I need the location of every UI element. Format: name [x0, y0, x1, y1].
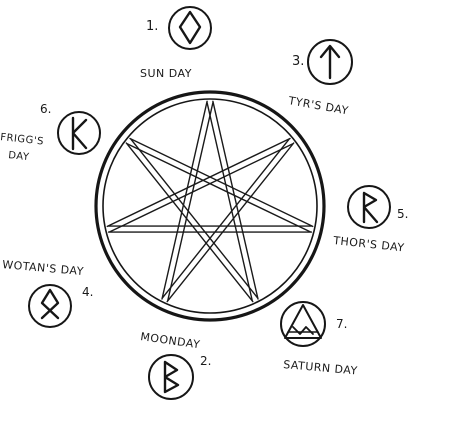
day-moon: MOONDAY 2.: [140, 330, 211, 400]
day-sun: 1. SUN DAY: [140, 6, 212, 80]
othala-rune-icon: [168, 6, 212, 50]
day-thor: 5. THOR'S DAY: [332, 185, 408, 255]
star-line-5-a: [109, 143, 294, 233]
day-wotan: WOTAN'S DAY 4.: [2, 258, 93, 328]
day-label-saturn: SATURN DAY: [283, 358, 359, 377]
star-line-4-a: [167, 101, 214, 302]
kaun-rune-icon: [57, 111, 101, 155]
day-label-sun: SUN DAY: [140, 67, 192, 80]
day-number-2: 2.: [200, 354, 211, 368]
star-line-3-a: [130, 138, 259, 299]
heptagram-star: [106, 100, 314, 303]
star-line-1-b: [166, 142, 295, 303]
berkano-rune-icon: [148, 354, 194, 400]
day-number-7: 7.: [336, 317, 347, 331]
day-saturn: 7. SATURN DAY: [280, 301, 359, 377]
star-line-4-b: [161, 100, 208, 300]
star-line-3-b: [125, 142, 254, 303]
othala-rune-icon: [28, 284, 72, 328]
tiwaz-rune-icon: [307, 39, 353, 85]
star-line-0-a: [206, 101, 253, 302]
day-number-3: 3.: [292, 54, 304, 69]
day-label-moon: MOONDAY: [140, 330, 201, 351]
day-number-1: 1.: [146, 19, 158, 34]
day-label-frigg-line1: FRIGG'S: [0, 132, 44, 148]
day-number-5: 5.: [397, 207, 408, 221]
day-label-wotan: WOTAN'S DAY: [2, 258, 85, 278]
day-label-frigg-line2: DAY: [8, 150, 31, 163]
day-number-4: 4.: [82, 285, 93, 299]
star-line-6-a: [126, 143, 311, 233]
star-line-0-b: [212, 100, 259, 300]
raido-rune-icon: [347, 185, 391, 229]
triangle-sigil-icon: [280, 301, 326, 347]
star-line-1-a: [161, 138, 290, 299]
outer-ring: [94, 90, 326, 322]
day-label-thor: THOR'S DAY: [332, 234, 405, 255]
day-label-tyr: TYR'S DAY: [286, 94, 349, 118]
star-line-6-b: [129, 137, 314, 228]
day-tyr: 3. TYR'S DAY: [286, 39, 353, 118]
day-frigg: 6. FRIGG'S DAY: [0, 102, 101, 163]
star-line-5-b: [106, 137, 291, 228]
day-number-6: 6.: [40, 102, 51, 116]
